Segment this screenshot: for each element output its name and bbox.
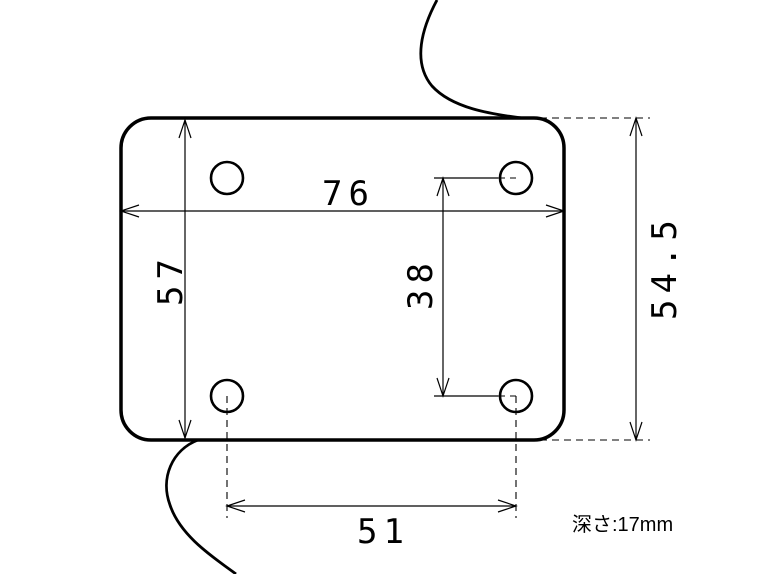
- dimension-hole-pitch-vertical: [434, 176, 516, 398]
- cable-bottom: [165, 438, 237, 574]
- outer-height-label: 54.5: [645, 214, 685, 320]
- width-label: 76: [322, 174, 375, 214]
- hole-top-left: [209, 160, 245, 196]
- dimension-hole-pitch-horizontal: [225, 396, 518, 518]
- hole-pitch-vertical-label: 38: [401, 257, 441, 310]
- cable-top: [419, 0, 523, 120]
- dimension-width: [119, 204, 566, 218]
- hole-pitch-horizontal-label: 51: [357, 512, 410, 552]
- dimension-outer-height: [540, 116, 650, 442]
- height-label: 57: [151, 253, 191, 306]
- plate-outline: [119, 116, 566, 442]
- dimension-height: [178, 118, 192, 440]
- depth-note: 深さ:17mm: [572, 513, 673, 536]
